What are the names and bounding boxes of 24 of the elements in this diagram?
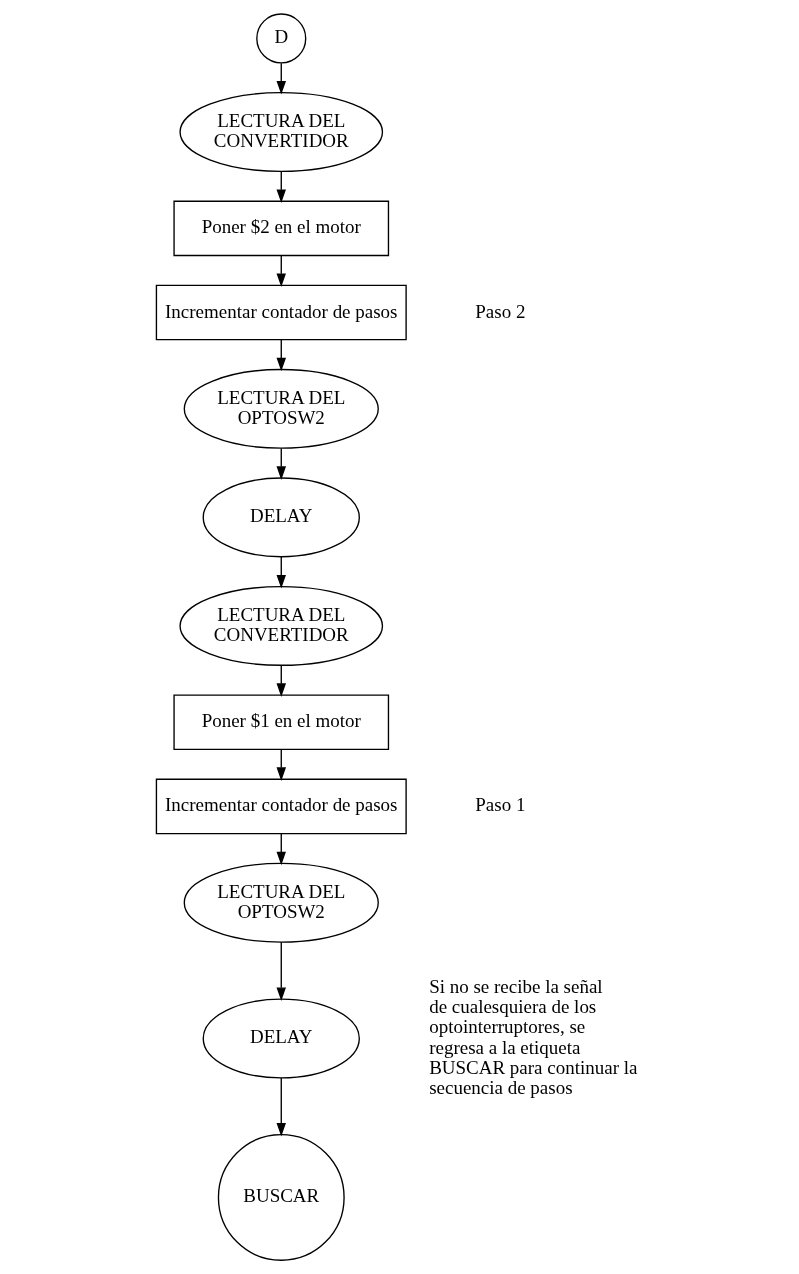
arrow xyxy=(276,170,286,204)
node-ellipse: LECTURA DEL OPTOSW2 xyxy=(183,862,379,943)
label: Si no se recibe la señal de cualesquiera de los optointerruptores, se regresa a la etiqueta BUSCAR para continuar la secuencia de pasos xyxy=(428,975,637,1099)
node-circle: D xyxy=(255,13,306,64)
arrow xyxy=(276,1077,286,1137)
node-ellipse: DELAY xyxy=(202,477,360,558)
arrow xyxy=(276,833,286,866)
arrow xyxy=(276,556,286,589)
node-circle: BUSCAR xyxy=(217,1133,345,1261)
arrow xyxy=(276,941,286,1002)
node-ellipse: LECTURA DEL CONVERTIDOR xyxy=(178,585,383,666)
label: Paso 1 xyxy=(474,794,525,816)
arrow xyxy=(276,339,286,372)
node-ellipse: DELAY xyxy=(202,998,360,1079)
node-box: Incrementar contador de pasos xyxy=(155,778,407,835)
node-box: Incrementar contador de pasos xyxy=(155,284,407,341)
node-box: Poner $1 en el motor xyxy=(172,694,389,751)
arrow xyxy=(276,664,286,697)
node-box: Poner $2 en el motor xyxy=(172,200,389,257)
node-ellipse: LECTURA DEL CONVERTIDOR xyxy=(178,92,383,173)
node-ellipse: LECTURA DEL OPTOSW2 xyxy=(183,368,379,449)
label: Paso 2 xyxy=(474,300,525,322)
arrow xyxy=(276,447,286,480)
arrow xyxy=(276,62,286,95)
